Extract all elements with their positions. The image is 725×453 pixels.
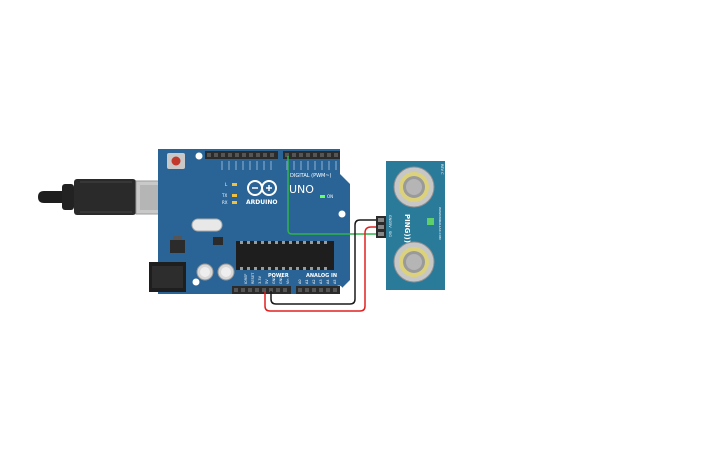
svg-text:IOREF: IOREF — [244, 274, 248, 284]
crystal-oscillator — [191, 218, 223, 232]
sensor-vendor: WWW.PARALLAX.COM — [438, 207, 442, 240]
svg-text:A0: A0 — [298, 279, 302, 284]
power-header — [232, 286, 291, 294]
voltage-regulator — [170, 236, 185, 253]
digital-pin-labels — [221, 161, 337, 170]
digital-header — [205, 151, 340, 159]
power-label: POWER — [268, 273, 289, 279]
sensor-pin-sig: SIG — [388, 231, 392, 237]
status-leds — [232, 183, 325, 204]
svg-text:A5: A5 — [333, 279, 337, 284]
capacitors — [196, 263, 235, 281]
led-label-tx: TX — [221, 193, 227, 198]
svg-text:A1: A1 — [305, 279, 309, 284]
analog-label: ANALOG IN — [306, 273, 337, 279]
sensor-pin-5v: 5V — [388, 223, 392, 228]
svg-text:3.3V: 3.3V — [258, 275, 262, 284]
power-jack[interactable] — [149, 262, 186, 292]
svg-text:A4: A4 — [326, 279, 330, 284]
mounting-hole — [195, 152, 203, 160]
led-label-l: L — [225, 182, 228, 187]
mounting-hole — [192, 278, 200, 286]
transducer-top — [393, 166, 435, 208]
sensor-name: PING))) — [403, 214, 411, 243]
svg-text:A3: A3 — [319, 279, 323, 284]
sensor-led — [427, 218, 434, 225]
wire-5v-red[interactable] — [264, 226, 376, 312]
analog-header — [296, 286, 340, 294]
digital-header-label: DIGITAL (PWM~) — [290, 173, 332, 179]
svg-text:GND: GND — [272, 276, 276, 284]
sensor-rev: REV C — [440, 164, 444, 175]
arduino-logo — [247, 180, 277, 196]
reset-button[interactable] — [167, 153, 185, 169]
mounting-hole — [338, 210, 346, 218]
icsp-header — [213, 237, 223, 245]
svg-text:A2: A2 — [312, 279, 316, 284]
ping-sensor[interactable]: GND 5V SIG PING))) WWW.PARALLAX.COM REV … — [376, 161, 445, 290]
svg-text:Vin: Vin — [286, 278, 290, 284]
wires — [264, 156, 376, 312]
analog-pin-labels: A0 A1 A2 A3 A4 A5 — [298, 279, 337, 284]
atmega-chip — [236, 241, 334, 270]
led-label-on: ON — [327, 194, 333, 199]
power-pin-labels: IOREF RESET 3.3V 5V GND GND Vin — [244, 272, 290, 284]
arduino-model: UNO — [289, 183, 314, 196]
wire-sig-green[interactable] — [287, 156, 376, 235]
svg-text:5V: 5V — [265, 279, 269, 284]
transducer-bottom — [393, 241, 435, 283]
svg-text:GND: GND — [279, 276, 283, 284]
arduino-board[interactable]: DIGITAL (PWM~) ARDUINO UNO L TX RX ON — [149, 149, 350, 294]
svg-text:RESET: RESET — [251, 272, 255, 284]
led-label-rx: RX — [222, 200, 228, 205]
wire-gnd-black[interactable] — [270, 219, 376, 305]
sensor-pin-gnd: GND — [388, 215, 392, 223]
arduino-brand: ARDUINO — [246, 199, 277, 206]
